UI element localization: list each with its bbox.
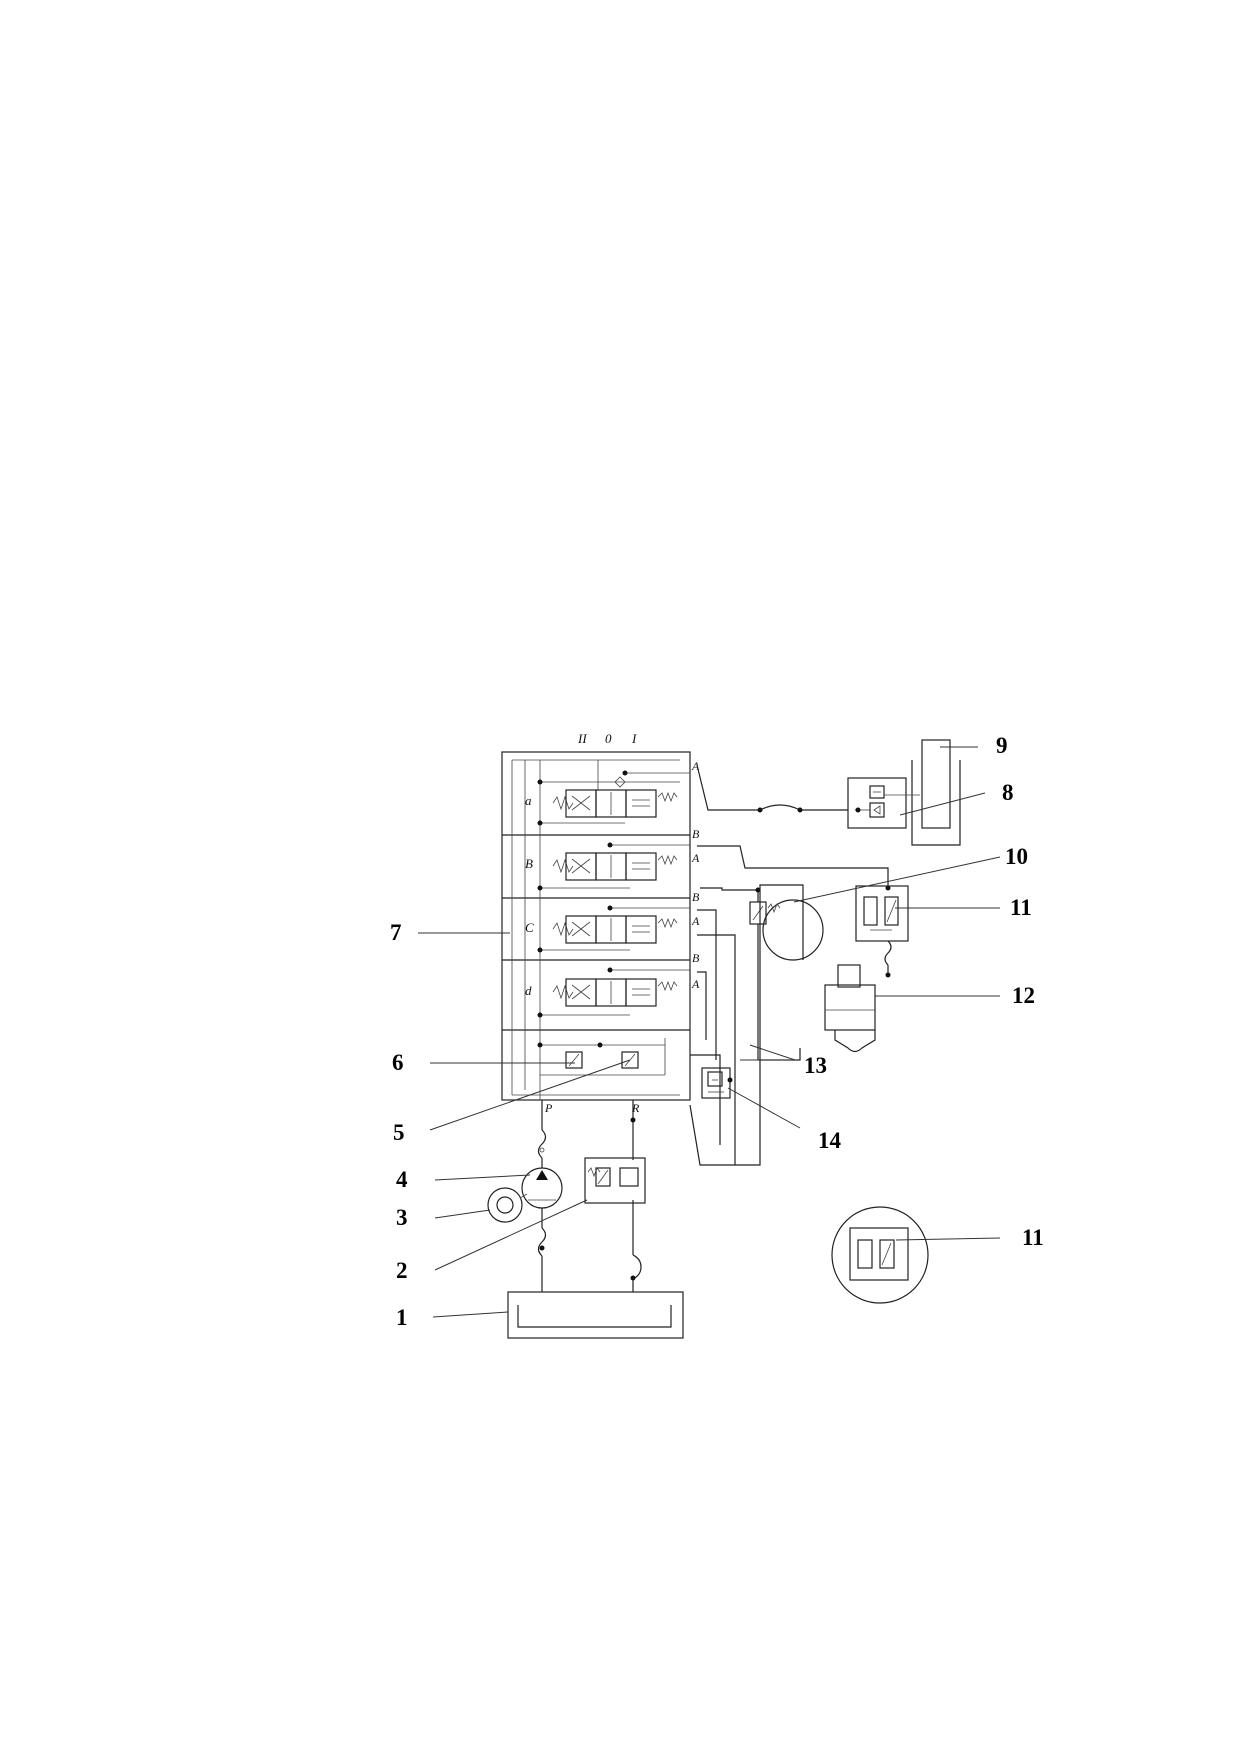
inlet-section: P R bbox=[537, 1038, 666, 1115]
port-p: P bbox=[544, 1101, 553, 1115]
port-d-a: A bbox=[691, 977, 700, 991]
section-letter-b: B bbox=[525, 856, 533, 871]
callout-5: 5 bbox=[393, 1120, 405, 1145]
valve-section-a: a A bbox=[525, 759, 700, 826]
port-b-b: B bbox=[692, 827, 700, 841]
valve-block bbox=[501, 751, 691, 1101]
port-c-b: B bbox=[692, 890, 700, 904]
port-d-b: B bbox=[692, 951, 700, 965]
component-14 bbox=[701, 1067, 733, 1099]
component-11 bbox=[855, 885, 909, 978]
callout-11: 11 bbox=[1010, 895, 1032, 920]
callout-12: 12 bbox=[1012, 983, 1035, 1008]
callout-2: 2 bbox=[396, 1258, 408, 1283]
component-11-inset bbox=[831, 1206, 929, 1304]
callout-14: 14 bbox=[818, 1128, 842, 1153]
line-b-to-11 bbox=[697, 845, 891, 891]
callout-13: 13 bbox=[804, 1053, 827, 1078]
position-mark-0: 0 bbox=[605, 731, 612, 746]
component-10 bbox=[700, 887, 824, 1060]
return-line bbox=[630, 1100, 642, 1292]
supply-line bbox=[537, 1100, 547, 1292]
callout-10: 10 bbox=[1005, 844, 1028, 869]
component-8 bbox=[847, 777, 907, 829]
leader-lines bbox=[418, 746, 1001, 1318]
port-a-a: A bbox=[691, 759, 700, 773]
lines-c-d bbox=[689, 884, 804, 1166]
valve-section-c: C B A bbox=[525, 890, 700, 953]
valve-section-d: d B A bbox=[525, 951, 700, 1018]
callout-11-inset: 11 bbox=[1022, 1225, 1044, 1250]
section-letter-a: a bbox=[525, 793, 532, 808]
valve-section-b: B B A bbox=[525, 827, 700, 891]
port-c-a: A bbox=[691, 914, 700, 928]
callout-1: 1 bbox=[396, 1305, 408, 1330]
pump-symbol bbox=[521, 1167, 563, 1209]
callout-8: 8 bbox=[1002, 780, 1014, 805]
component-12 bbox=[824, 964, 876, 1053]
position-mark-ii: II bbox=[577, 731, 587, 746]
position-mark-i: I bbox=[631, 731, 637, 746]
callout-7: 7 bbox=[390, 920, 402, 945]
callout-9: 9 bbox=[996, 733, 1008, 758]
line-a-to-8 bbox=[696, 764, 848, 813]
section-letter-c: C bbox=[525, 920, 534, 935]
motor-symbol bbox=[487, 1187, 528, 1223]
tank-symbol bbox=[507, 1291, 684, 1339]
callout-3: 3 bbox=[396, 1205, 408, 1230]
filter-block bbox=[584, 1157, 646, 1204]
callout-6: 6 bbox=[392, 1050, 404, 1075]
port-r: R bbox=[631, 1101, 640, 1115]
component-9 bbox=[884, 739, 961, 846]
section-letter-d: d bbox=[525, 983, 532, 998]
callout-4: 4 bbox=[396, 1167, 408, 1192]
port-b-a: A bbox=[691, 851, 700, 865]
